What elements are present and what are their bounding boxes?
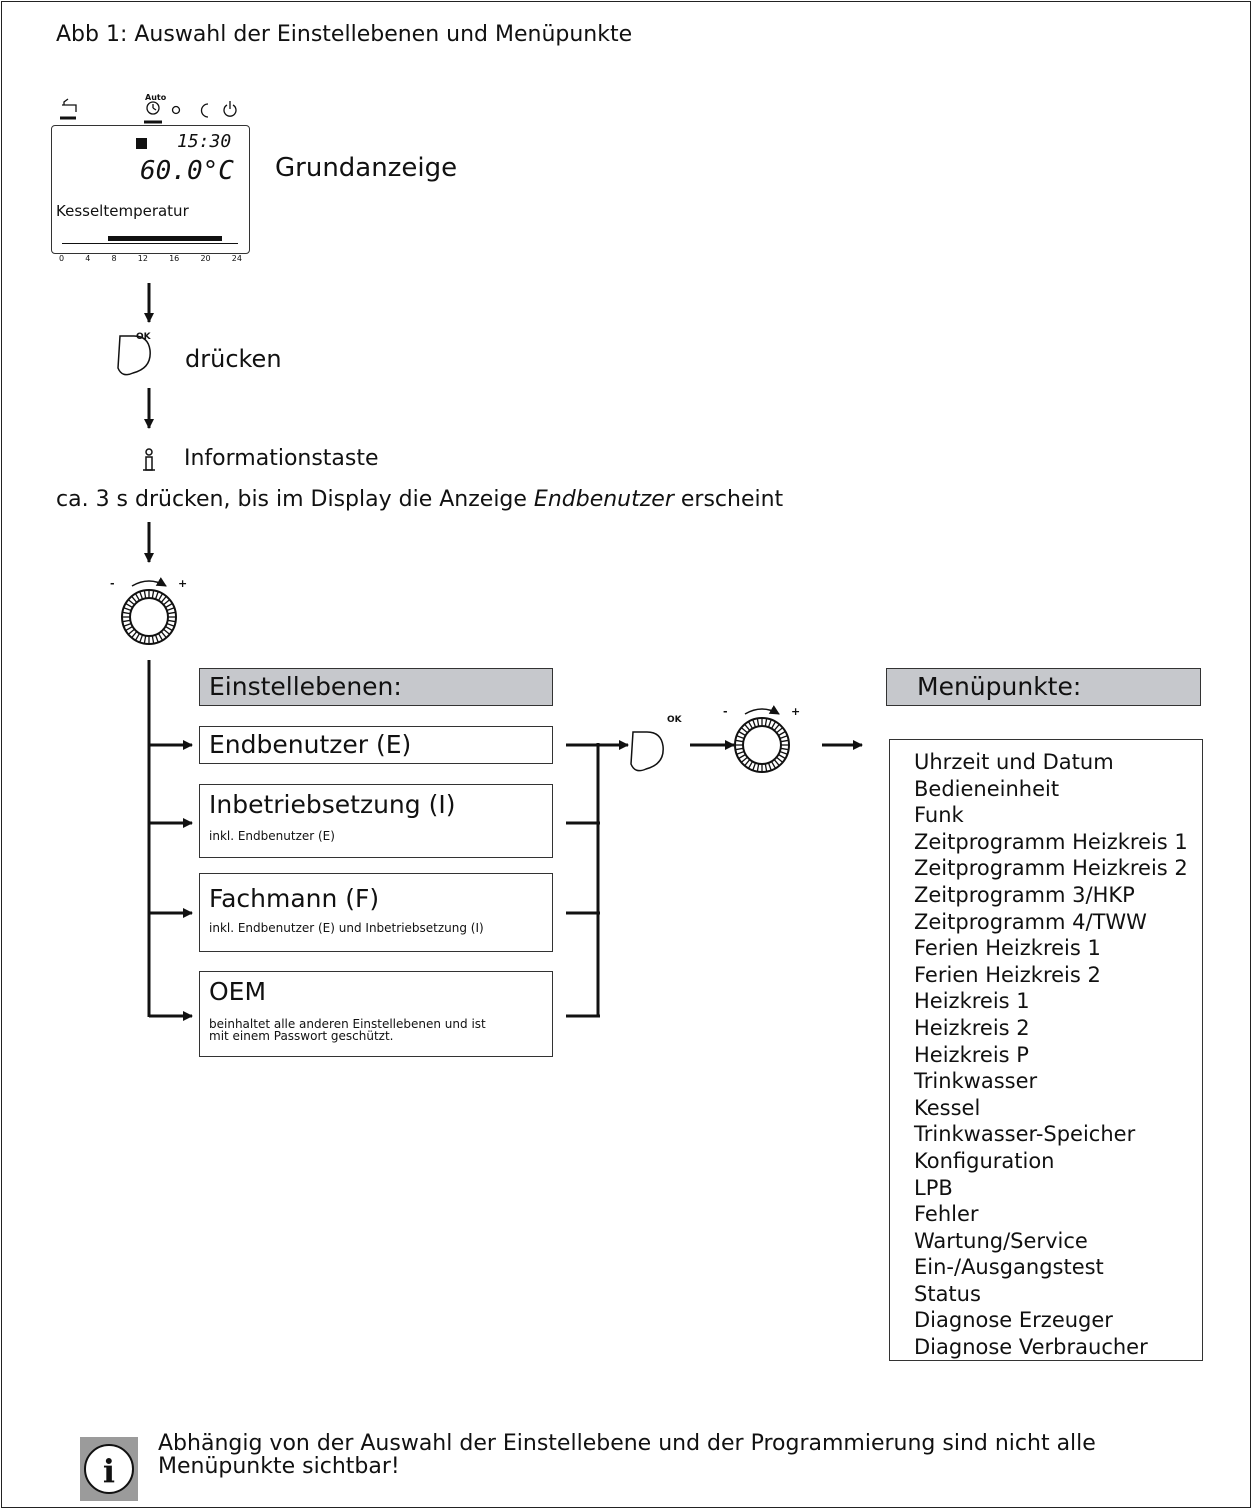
menu-item: Kessel — [914, 1095, 981, 1120]
dial-minus: - — [110, 577, 115, 590]
press-label: drücken — [185, 345, 282, 373]
menu-item: Ferien Heizkreis 2 — [914, 962, 1101, 987]
menu-item: Zeitprogramm 4/TWW — [914, 909, 1147, 934]
level-endbenutzer: Endbenutzer (E) — [199, 726, 553, 764]
menu-item: Zeitprogramm Heizkreis 2 — [914, 856, 1188, 881]
note-text: Abhängig von der Auswahl der Einstellebe… — [158, 1431, 1096, 1479]
menu-item: Bedieneinheit — [914, 776, 1060, 801]
display-label: Kesseltemperatur — [56, 202, 189, 220]
menu-item: Heizkreis 1 — [914, 989, 1030, 1014]
tap-icon — [62, 98, 77, 112]
menu-item: Fehler — [914, 1202, 979, 1227]
level-fachmann: Fachmann (F) inkl. Endbenutzer (E) und I… — [199, 873, 553, 952]
menu-item: Wartung/Service — [914, 1228, 1088, 1253]
menu-item: Diagnose Erzeuger — [914, 1308, 1113, 1333]
flame-icon — [136, 138, 147, 149]
timeline-bar — [108, 236, 222, 241]
menu-item: Konfiguration — [914, 1148, 1055, 1173]
ok-label-2: OK — [667, 715, 682, 725]
info-key-icon — [143, 448, 155, 471]
info-key-label: Informationstaste — [184, 446, 379, 471]
svg-text:i: i — [103, 1452, 115, 1490]
display-mode-icons — [60, 98, 237, 124]
menu-item: Trinkwasser-Speicher — [914, 1122, 1136, 1147]
info-note-icon: i — [80, 1437, 138, 1501]
lcd-display: 15:30 60.0°C Kesseltemperatur — [51, 125, 250, 254]
power-icon — [223, 101, 237, 117]
menu-item: Uhrzeit und Datum — [914, 750, 1114, 774]
menu-item: Heizkreis 2 — [914, 1015, 1030, 1040]
ok-button-icon-2 — [630, 731, 664, 772]
figure-title: Abb 1: Auswahl der Einstellebenen und Me… — [56, 22, 633, 47]
levels-header: Einstellebenen: — [199, 668, 553, 706]
menu-header: Menüpunkte: — [886, 668, 1201, 706]
rotary-dial-icon — [121, 577, 177, 645]
dial-plus: + — [178, 577, 188, 590]
display-mode-auto: Auto — [145, 93, 167, 102]
menu-item: Zeitprogramm Heizkreis 1 — [914, 829, 1188, 854]
menu-item: LPB — [914, 1175, 953, 1200]
menu-item: Diagnose Verbraucher — [914, 1335, 1148, 1360]
grundanzeige-label: Grundanzeige — [275, 153, 458, 183]
ok-button-icon — [117, 335, 151, 376]
menu-item: Ferien Heizkreis 1 — [914, 936, 1101, 961]
menu-item: Heizkreis P — [914, 1042, 1029, 1067]
moon-icon — [200, 103, 209, 118]
menu-item: Trinkwasser — [914, 1069, 1038, 1094]
rotary-dial-icon-2 — [734, 705, 790, 773]
level-oem: OEM beinhaltet alle anderen Einstelleben… — [199, 971, 553, 1057]
menu-item: Ein-/Ausgangstest — [914, 1255, 1104, 1280]
display-time: 15:30 — [177, 131, 232, 152]
display-temperature: 60.0°C — [140, 156, 234, 186]
level-inbetriebsetzung: Inbetriebsetzung (I) inkl. Endbenutzer (… — [199, 784, 553, 858]
ok-label: OK — [136, 332, 151, 342]
hold-instruction: ca. 3 s drücken, bis im Display die Anze… — [56, 487, 784, 512]
menu-item: Status — [914, 1281, 981, 1306]
menu-item: Funk — [914, 803, 964, 828]
menu-item: Zeitprogramm 3/HKP — [914, 882, 1135, 907]
